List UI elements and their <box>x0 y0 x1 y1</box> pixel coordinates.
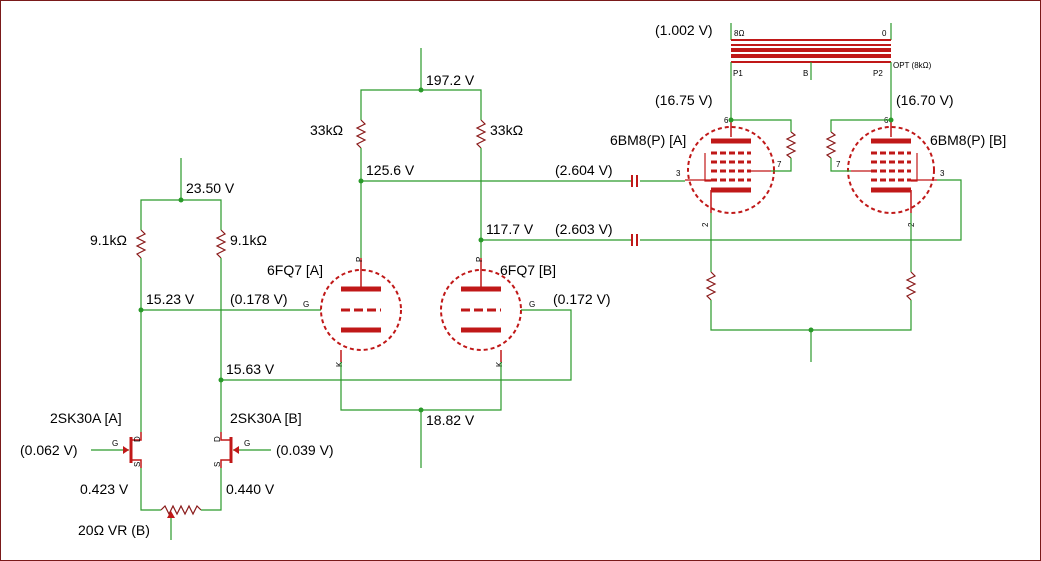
plate-resistor-b-label: 33kΩ <box>490 122 523 138</box>
driver-b-pin-p: P <box>475 257 484 262</box>
plate-voltage-b: 117.7 V <box>486 221 534 237</box>
driver-grid-voltage-a: (0.178 V) <box>230 291 288 307</box>
output-tube-b-label: 6BM8(P) [B] <box>930 132 1006 148</box>
output-tube-b <box>847 120 937 214</box>
jfet-b-pin-s: S <box>213 462 222 467</box>
driver-a-pin-g: G <box>303 300 309 309</box>
tube-a-pin-7: 7 <box>777 160 782 169</box>
jfet-a-pin-d: D <box>133 436 142 442</box>
opt-tap-8: 8Ω <box>734 29 744 38</box>
driver-tube-b-label: 6FQ7 [B] <box>500 262 556 278</box>
tube-a-pin-3: 3 <box>676 169 681 178</box>
fet-supply-voltage: 23.50 V <box>186 180 235 196</box>
driver-tube-a <box>320 258 402 362</box>
jfet-a-pin-s: S <box>133 462 142 467</box>
vr-label: 20Ω VR (B) <box>78 522 150 538</box>
tube-b-pin-7: 7 <box>836 160 841 169</box>
b-plus-voltage: 197.2 V <box>426 72 475 88</box>
opt-tap-0: 0 <box>882 29 887 38</box>
driver-cathode-voltage: 18.82 V <box>426 412 475 428</box>
tube-a-pin-6: 6 <box>724 116 729 125</box>
fet-drain-resistor-b-label: 9.1kΩ <box>230 232 267 248</box>
fet-drain-voltage-b: 15.63 V <box>226 361 275 377</box>
jfet-a-label: 2SK30A [A] <box>50 410 122 426</box>
jfet-b-label: 2SK30A [B] <box>230 410 302 426</box>
driver-b-pin-g: G <box>529 300 535 309</box>
jfet-b-source-voltage: 0.440 V <box>226 481 275 497</box>
output-grid-voltage-a: (2.604 V) <box>555 162 613 178</box>
fet-drain-voltage-a: 15.23 V <box>146 291 195 307</box>
jfet-a <box>91 432 142 468</box>
driver-a-pin-p: P <box>355 257 364 262</box>
tube-b-pin-3: 3 <box>940 169 945 178</box>
screen-voltage-a: (16.75 V) <box>655 92 713 108</box>
opt-p2: P2 <box>873 69 883 78</box>
driver-b-pin-k: K <box>495 361 504 367</box>
driver-a-pin-k: K <box>335 361 344 367</box>
driver-grid-voltage-b: (0.172 V) <box>553 291 611 307</box>
output-tube-a <box>685 120 775 214</box>
output-tube-a-label: 6BM8(P) [A] <box>610 132 686 148</box>
jfet-b-pin-g: G <box>244 439 250 448</box>
jfet-b-gate-voltage: (0.039 V) <box>276 442 334 458</box>
plate-resistor-a-label: 33kΩ <box>310 122 343 138</box>
source-variable-resistor <box>140 468 222 540</box>
opt-p1: P1 <box>733 69 743 78</box>
driver-tube-a-label: 6FQ7 [A] <box>267 262 323 278</box>
jfet-a-pin-g: G <box>112 439 118 448</box>
opt-name: OPT (8kΩ) <box>893 61 932 70</box>
screen-voltage-b: (16.70 V) <box>896 92 954 108</box>
output-cathode-network <box>640 179 962 362</box>
jfet-b-pin-d: D <box>213 436 222 442</box>
screen-resistor-a <box>731 119 797 172</box>
fet-drain-network <box>135 158 227 432</box>
screen-resistor-b <box>825 119 891 172</box>
jfet-a-gate-voltage: (0.062 V) <box>20 442 78 458</box>
opt-b: B <box>803 69 808 78</box>
driver-plate-network <box>355 48 685 258</box>
plate-voltage-a: 125.6 V <box>366 162 415 178</box>
driver-grid-cathode-wiring <box>141 309 572 468</box>
output-transformer <box>730 23 892 120</box>
opt-secondary-voltage: (1.002 V) <box>655 22 713 38</box>
fet-drain-resistor-a-label: 9.1kΩ <box>90 232 127 248</box>
tube-a-pin-2: 2 <box>701 222 710 227</box>
output-grid-voltage-b: (2.603 V) <box>555 221 613 237</box>
jfet-a-source-voltage: 0.423 V <box>80 481 129 497</box>
jfet-b <box>220 432 271 468</box>
